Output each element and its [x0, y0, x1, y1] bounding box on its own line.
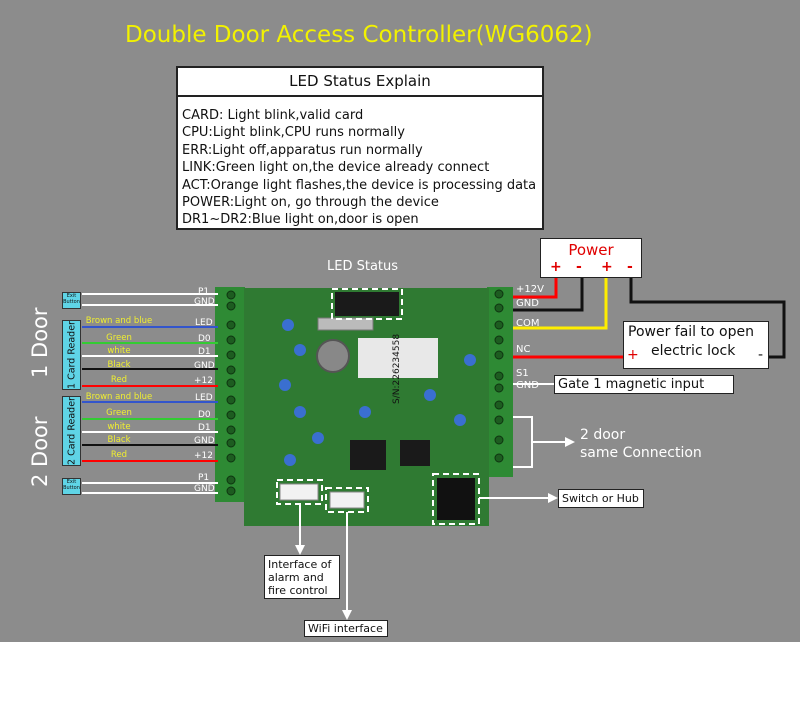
led-row-power: POWER:Light on, go through the device: [182, 195, 439, 211]
door2-wire-d1: white: [107, 422, 131, 432]
door2-wire-12v: Red: [110, 450, 128, 460]
power-mark-4: -: [627, 259, 633, 275]
right-screws: [494, 289, 504, 463]
door1-reader-label: 1 Card Reader: [66, 321, 77, 389]
led-row-err: ERR:Light off,apparatus run normally: [182, 142, 423, 158]
alarm-line3: fire control: [268, 584, 328, 597]
wiring-svg: [82, 278, 786, 620]
door1-wires: [82, 293, 218, 387]
power-mark-2: -: [576, 259, 582, 275]
door2-wire-led: Brown and blue: [85, 392, 153, 402]
serial-number: S/N:226234558: [392, 333, 402, 404]
door2-exit-l1: Exit: [66, 479, 77, 485]
led-explain-box: LED Status Explain CARD: Light blink,val…: [176, 66, 544, 230]
door2-exit-l2: Button: [63, 485, 80, 491]
door1-term-gnd: GND: [194, 361, 215, 371]
door2-term-led: LED: [195, 393, 213, 403]
door2-term-d1: D1: [198, 423, 211, 433]
power-fail-line2: electric lock: [651, 343, 736, 359]
power-title: Power: [568, 241, 614, 259]
alarm-line2: alarm and: [268, 571, 324, 584]
right-terminal-block: [487, 287, 513, 477]
led-explain-rows: CARD: Light blink,valid card CPU:Light b…: [182, 107, 536, 229]
board-components: [279, 292, 476, 520]
two-door-line1: 2 door: [580, 427, 626, 443]
power-wires: [513, 278, 786, 385]
door1-exit-l1: Exit: [66, 293, 77, 299]
switch-hub-label: Switch or Hub: [558, 489, 644, 508]
power-fail-minus: -: [758, 347, 764, 363]
led-row-link: LINK:Green light on,the device already c…: [182, 160, 490, 176]
door1-term-d0: D0: [198, 334, 211, 344]
door2-wire-d0: Green: [106, 408, 132, 418]
led-explain-heading: LED Status Explain: [178, 68, 542, 97]
door2-label: 2 Door: [28, 416, 52, 487]
door2-term-gnd: GND: [194, 436, 215, 446]
door1-term-d1: D1: [198, 347, 211, 357]
door1-wire-gnd: Black: [107, 360, 131, 370]
door1-wire-d1: white: [107, 346, 131, 356]
door2-term-d0: D0: [198, 410, 211, 420]
power-fail-plus: +: [627, 347, 639, 363]
door1-wire-d0: Green: [106, 333, 132, 343]
door2-exit-button: Exit Button: [62, 478, 81, 495]
alarm-interface-label: Interface of alarm and fire control: [264, 555, 340, 599]
term-s1: S1: [516, 368, 529, 379]
gate-input-label: Gate 1 magnetic input: [554, 375, 734, 394]
door2-term-p1: P1: [198, 473, 210, 483]
alarm-line1: Interface of: [268, 558, 332, 571]
term-gnd-gate: GND: [516, 380, 539, 391]
diagram-title: Double Door Access Controller(WG6062): [125, 22, 593, 48]
led-row-act: ACT:Orange light flashes,the device is p…: [182, 177, 537, 193]
wifi-interface-label: WiFi interface: [304, 620, 388, 637]
door1-exit-l2: Button: [63, 299, 80, 305]
door2-wire-gnd: Black: [107, 435, 131, 445]
door1-wire-led: Brown and blue: [85, 316, 153, 326]
door1-term-led: LED: [195, 318, 213, 328]
term-nc: NC: [516, 344, 531, 355]
power-fail-box: Power fail to open electric lock + -: [623, 321, 769, 369]
door1-term-exit-gnd: GND: [194, 297, 215, 307]
power-mark-3: +: [601, 259, 613, 275]
left-terminal-block: [215, 287, 245, 502]
power-mark-1: +: [550, 259, 562, 275]
term-com: COM: [516, 318, 540, 329]
door2-reader-label: 2 Card Reader: [66, 397, 77, 465]
door1-label: 1 Door: [28, 307, 52, 378]
door1-card-reader: 1 Card Reader: [62, 320, 81, 390]
two-door-line2: same Connection: [580, 445, 702, 461]
door1-term-12: +12: [194, 376, 213, 386]
door2-term-exit-gnd: GND: [194, 484, 215, 494]
term-gnd-power: GND: [516, 298, 539, 309]
led-row-dr: DR1~DR2:Blue light on,door is open: [182, 212, 419, 228]
term-12v: +12V: [516, 284, 544, 295]
two-door-bracket: [513, 416, 533, 468]
door2-term-12: +12: [194, 451, 213, 461]
led-row-card: CARD: Light blink,valid card: [182, 108, 364, 123]
power-fail-line1: Power fail to open: [628, 324, 754, 340]
power-box: Power + - + -: [540, 238, 642, 278]
door1-term-p1: P1: [198, 287, 210, 297]
left-screws: [226, 290, 236, 496]
led-row-cpu: CPU:Light blink,CPU runs normally: [182, 125, 405, 141]
door1-exit-button: Exit Button: [62, 292, 81, 309]
led-status-label: LED Status: [327, 259, 399, 274]
door2-card-reader: 2 Card Reader: [62, 396, 81, 466]
door2-wires: [82, 401, 218, 494]
two-door-note: 2 door same Connection: [580, 426, 702, 462]
door1-wire-12v: Red: [110, 375, 128, 385]
